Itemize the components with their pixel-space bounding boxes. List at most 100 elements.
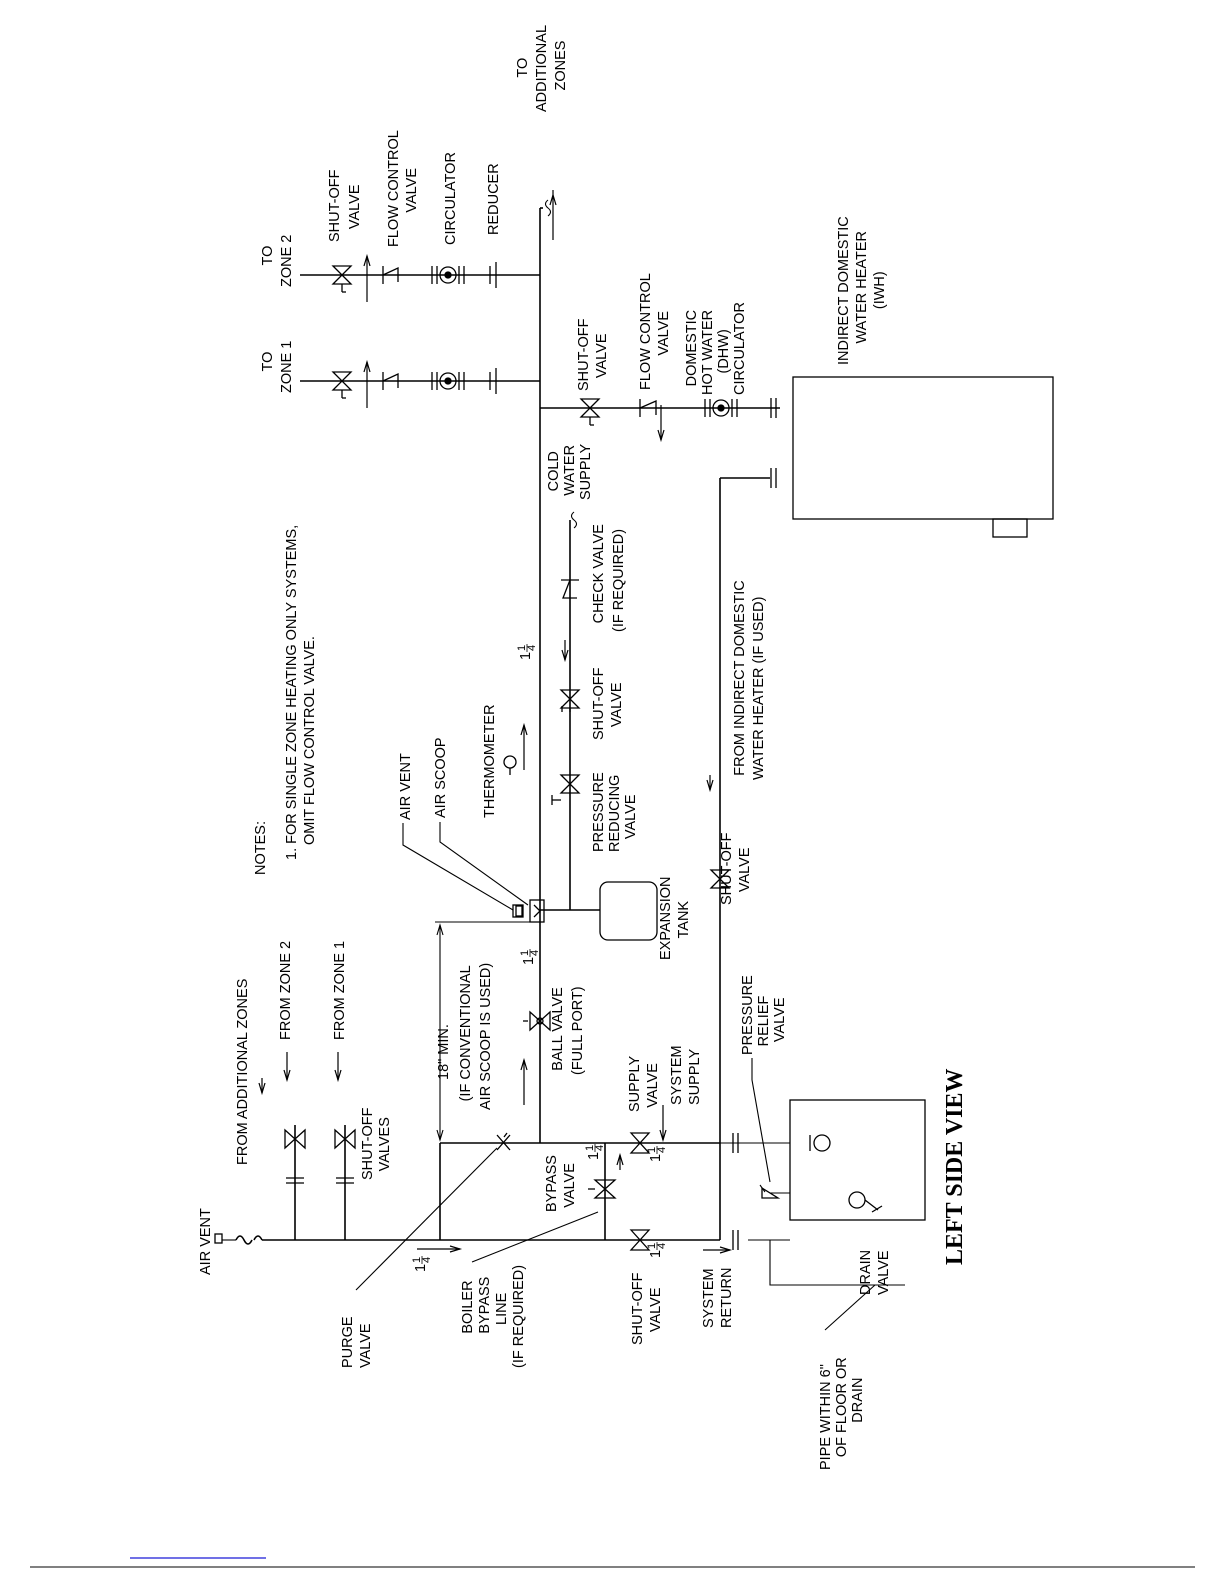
label-line: PRESSURE (740, 975, 756, 1055)
pipe-size-label: 114 (584, 1144, 606, 1160)
pipe-size-label: 114 (411, 1256, 433, 1272)
label-line: VALVE (645, 1063, 661, 1108)
label-line: PIPE WITHIN 6" (818, 1364, 834, 1470)
label-line: COLD (546, 451, 562, 491)
size-denominator: 4 (526, 645, 538, 651)
label-line: WATER HEATER (IF USED) (751, 597, 767, 780)
label-line: SHUT-OFF (591, 667, 607, 740)
label-line: TANK (676, 901, 692, 939)
label-line: BOILER (460, 1280, 476, 1333)
label-line: VALVE (656, 311, 672, 356)
label-line: VALVE (623, 794, 639, 839)
label-line: ZONE 1 (279, 341, 295, 393)
label-line: SHUT-OFF (630, 1272, 646, 1345)
label-line: VALVE (594, 333, 610, 378)
pipe-size-label: 114 (646, 1242, 668, 1258)
size-numerator: 1 (646, 1147, 658, 1153)
text-labels: AIR VENT FROM ADDITIONAL ZONES FROM ZONE 2… (198, 25, 892, 1470)
label-line: RETURN (719, 1268, 735, 1328)
size-whole: 1 (648, 1154, 664, 1162)
label-line: (IF REQUIRED) (511, 1265, 527, 1368)
size-numerator: 1 (584, 1145, 596, 1151)
label-line: AIR SCOOP (433, 737, 449, 818)
label-line: SUPPLY (687, 1049, 703, 1105)
label-ball-valve: BALL VALVE(FULL PORT) (550, 986, 586, 1075)
label-air-scoop: AIR SCOOP (433, 737, 449, 818)
equipment (214, 376, 1054, 1244)
label-line: FROM ZONE 2 (278, 941, 294, 1040)
notes-body-2: OMIT FLOW CONTROL VALVE. (302, 636, 318, 845)
size-denominator: 4 (656, 1243, 668, 1249)
label-line: BALL VALVE (550, 987, 566, 1071)
flow-arrows (258, 190, 733, 1254)
label-line: CHECK VALVE (591, 524, 607, 624)
pipe-size-label: 114 (516, 644, 538, 660)
label-line: OF FLOOR OR (834, 1357, 850, 1457)
label-line: FLOW CONTROL (638, 273, 654, 390)
label-line: VALVES (377, 1117, 393, 1171)
label-line: WATER (562, 445, 578, 496)
size-denominator: 4 (421, 1257, 433, 1263)
label-line: VALVE (648, 1287, 664, 1332)
label-line: CIRCULATOR (443, 152, 459, 245)
label-line: REDUCING (607, 775, 623, 852)
label-line: ZONES (553, 41, 569, 91)
size-whole: 1 (518, 652, 534, 660)
label-line: DOMESTIC (684, 310, 700, 387)
label-line: (IF CONVENTIONAL (458, 965, 474, 1101)
label-air-vent: AIR VENT (398, 753, 414, 820)
label-line: (DHW) (716, 329, 732, 373)
label-line: ZONE 2 (279, 235, 295, 287)
label-line: VALVE (737, 847, 753, 892)
label-air-vent-top: AIR VENT (198, 1208, 214, 1275)
label-line: SHUT-OFF (719, 832, 735, 905)
label-line: SHUT-OFF (327, 169, 343, 242)
piping (222, 207, 905, 1286)
label-line: PURGE (340, 1316, 356, 1368)
title-block: LEFT SIDE VIEW (942, 1068, 968, 1265)
label-line: TO (515, 58, 531, 78)
label-line: (IF REQUIRED) (611, 529, 627, 632)
label-line: AIR VENT (398, 753, 414, 820)
label-line: SHUT-OFF (576, 318, 592, 391)
size-whole: 1 (521, 957, 537, 965)
label-line: THERMOMETER (482, 704, 498, 818)
valves (284, 265, 883, 1251)
notes-body: 1. FOR SINGLE ZONE HEATING ONLY SYSTEMS, (284, 525, 300, 860)
dimension-18-min (435, 921, 540, 1142)
view-title: LEFT SIDE VIEW (942, 1068, 968, 1265)
size-whole: 1 (648, 1250, 664, 1258)
pipe-size-label: 114 (519, 949, 541, 965)
pipe-breaks (544, 199, 578, 529)
label-line: 18" MIN. (436, 1024, 452, 1080)
label-line: INDIRECT DOMESTIC (836, 216, 852, 365)
label-eighteen-min: 18" MIN. (436, 1024, 452, 1080)
label-line: FROM INDIRECT DOMESTIC (732, 580, 748, 775)
label-line: (FULL PORT) (570, 986, 586, 1075)
label-from-zone-2: FROM ZONE 2 (278, 941, 294, 1040)
label-line: DRAIN (850, 1378, 866, 1423)
size-denominator: 4 (656, 1147, 668, 1153)
label-line: BYPASS (477, 1277, 493, 1334)
label-line: FROM ADDITIONAL ZONES (235, 979, 251, 1165)
label-line: VALVE (562, 1163, 578, 1208)
size-whole: 1 (586, 1152, 602, 1160)
label-line: REDUCER (486, 163, 502, 235)
